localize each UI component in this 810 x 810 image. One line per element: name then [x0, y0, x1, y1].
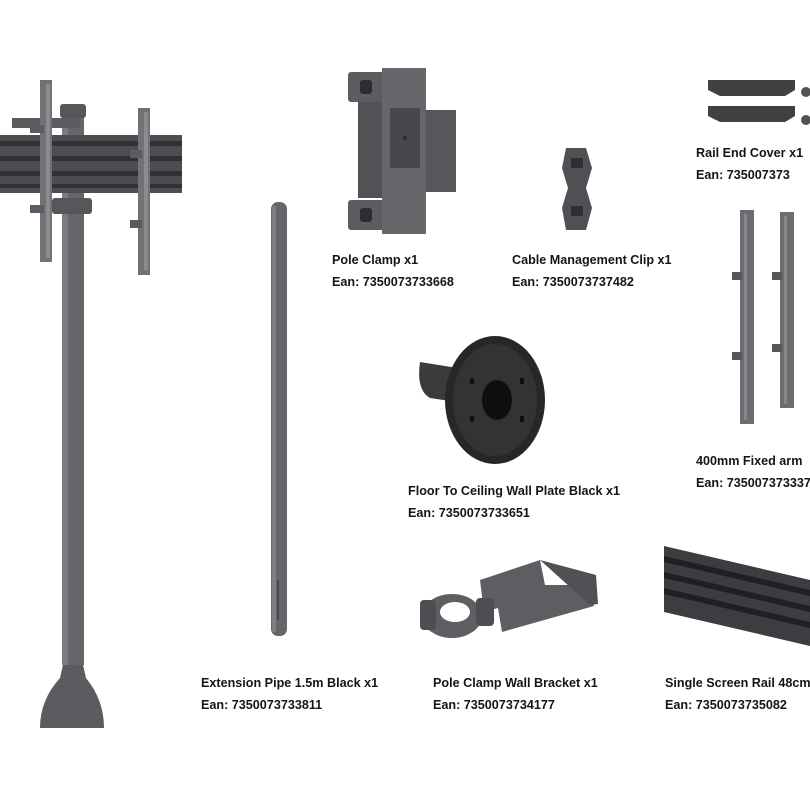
product-label-pole-clamp: Pole Clamp x1 Ean: 7350073733668: [332, 249, 454, 293]
screen-rail-icon: [664, 546, 810, 646]
product-name: Extension Pipe 1.5m Black x1: [201, 676, 379, 690]
product-label-rail-end-cover: Rail End Cover x1 Ean: 735007373: [696, 142, 803, 186]
product-ean: Ean: 7350073737482: [512, 275, 634, 289]
product-label-wall-plate: Floor To Ceiling Wall Plate Black x1 Ean…: [408, 480, 620, 524]
product-ean: Ean: 7350073733811: [201, 698, 323, 712]
product-label-extension-pipe: Extension Pipe 1.5m Black x1 Ean: 735007…: [201, 672, 378, 716]
product-label-fixed-arm: 400mm Fixed arm Ean: 735007373337: [696, 450, 810, 494]
product-label-wall-bracket: Pole Clamp Wall Bracket x1 Ean: 73500737…: [433, 672, 598, 716]
fixed-arm-icon: [732, 210, 794, 424]
product-name: Rail End Cover x1: [696, 146, 804, 160]
product-ean: Ean: 735007373337: [696, 476, 810, 490]
floor-stand-icon: [0, 80, 182, 728]
wall-plate-icon: [419, 336, 545, 464]
wall-bracket-icon: [420, 560, 598, 638]
product-name: Single Screen Rail 48cm: [665, 676, 810, 690]
product-label-screen-rail: Single Screen Rail 48cm Ean: 73500737350…: [665, 672, 810, 716]
product-name: Cable Management Clip x1: [512, 253, 672, 267]
product-name: Pole Clamp Wall Bracket x1: [433, 676, 598, 690]
product-label-cable-clip: Cable Management Clip x1 Ean: 7350073737…: [512, 249, 672, 293]
extension-pipe-icon: [271, 202, 287, 636]
product-name: 400mm Fixed arm: [696, 454, 803, 468]
product-ean: Ean: 7350073733668: [332, 275, 454, 289]
product-ean: Ean: 735007373: [696, 168, 790, 182]
product-ean: Ean: 7350073734177: [433, 698, 555, 712]
cable-clip-icon: [562, 148, 592, 230]
product-name: Floor To Ceiling Wall Plate Black x1: [408, 484, 621, 498]
pole-clamp-icon: [348, 68, 456, 234]
product-name: Pole Clamp x1: [332, 253, 419, 267]
product-ean: Ean: 7350073735082: [665, 698, 787, 712]
product-ean: Ean: 7350073733651: [408, 506, 530, 520]
rail-end-cover-icon: [708, 80, 810, 125]
